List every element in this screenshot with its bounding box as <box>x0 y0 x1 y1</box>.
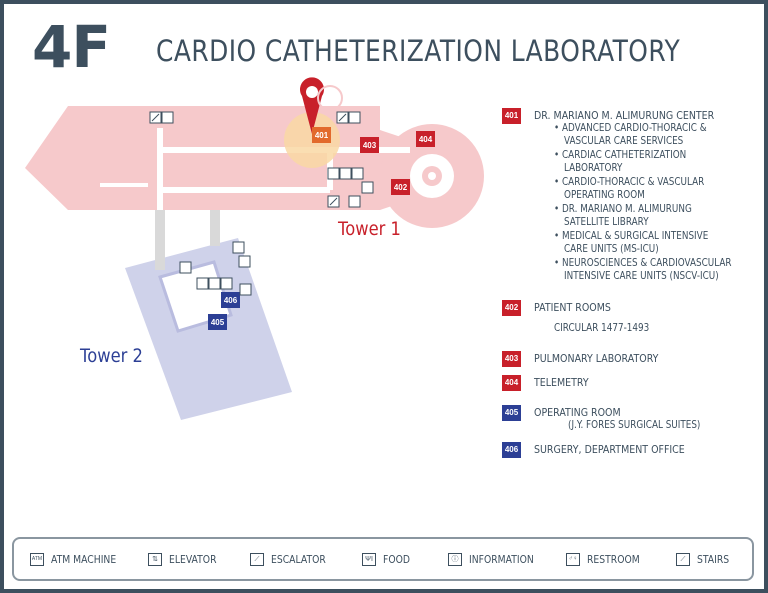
key-label: ATM MACHINE <box>51 553 117 566</box>
elevator-icon <box>339 167 352 180</box>
legend-badge: 404 <box>502 375 521 391</box>
legend-entry-name: DR. MARIANO M. ALIMURUNG CENTER <box>534 109 715 122</box>
elevator-icon <box>348 195 361 208</box>
tower2-label: Tower 2 <box>80 345 143 367</box>
legend-subitem: CARE UNITS (MS-ICU) <box>564 243 659 255</box>
map-badge-label: 404 <box>419 135 433 144</box>
map-badge-label: 401 <box>315 131 329 140</box>
legend-badge: 406 <box>502 442 521 458</box>
key-label: ESCALATOR <box>271 553 326 566</box>
map-badge-402: 402 <box>391 179 410 195</box>
map-badge-label: 403 <box>363 141 377 150</box>
restroom-icon <box>179 261 192 274</box>
elevator-icon <box>196 277 209 290</box>
map-badge-405: 405 <box>208 314 227 330</box>
map-badge-label: 406 <box>224 296 238 305</box>
legend-entry-note: CIRCULAR 1477-1493 <box>554 322 650 334</box>
page-title: CARDIO CATHETERIZATION LABORATORY <box>156 34 681 68</box>
legend-subitem: • DR. MARIANO M. ALIMURUNG <box>554 203 692 215</box>
legend-entry-name: SURGERY, DEPARTMENT OFFICE <box>534 443 685 456</box>
key-label: RESTROOM <box>587 553 640 566</box>
location-pin <box>299 77 343 134</box>
legend-subitem: • MEDICAL & SURGICAL INTENSIVE <box>554 230 709 242</box>
map-badge-403: 403 <box>360 137 379 153</box>
legend-entry-name: TELEMETRY <box>534 376 589 389</box>
elevator-icon <box>238 255 251 268</box>
elevator-icon <box>208 277 221 290</box>
legend-entry-name: PATIENT ROOMS <box>534 301 611 314</box>
restroom-icon: ♂♀ <box>566 553 580 566</box>
legend-entry-note: (J.Y. FORES SURGICAL SUITES) <box>568 419 701 431</box>
information-icon <box>239 283 252 296</box>
information-icon: ⓘ <box>448 553 462 566</box>
stairs-icon: ⟋ <box>676 553 690 566</box>
floor-map: 401 403 404 402 406 405 <box>25 77 484 420</box>
legend-entry-name: PULMONARY LABORATORY <box>534 352 659 365</box>
elevator-icon <box>220 277 233 290</box>
legend-subitem: • ADVANCED CARDIO-THORACIC & <box>554 122 707 134</box>
information-icon <box>361 181 374 194</box>
legend-subitem: VASCULAR CARE SERVICES <box>564 135 684 147</box>
connector-corridor <box>210 208 220 246</box>
food-icon: ΨΙ <box>362 553 376 566</box>
tower1-label: Tower 1 <box>338 218 401 240</box>
map-badge-401: 401 <box>312 127 331 143</box>
legend-entry-name: OPERATING ROOM <box>534 406 621 419</box>
key-label: FOOD <box>383 553 410 566</box>
legend-badge: 401 <box>502 108 521 124</box>
legend-badge: 405 <box>502 405 521 421</box>
legend-subitem: • CARDIAC CATHETERIZATION <box>554 149 687 161</box>
map-badge-404: 404 <box>416 131 435 147</box>
legend-subitem: • CARDIO-THORACIC & VASCULAR <box>554 176 705 188</box>
floor-number: 4F <box>32 13 111 81</box>
escalator-icon: ⟋ <box>250 553 264 566</box>
legend-subitem: INTENSIVE CARE UNITS (NSCV-ICU) <box>564 270 719 282</box>
legend-badge: 403 <box>502 351 521 367</box>
legend-subitem: • NEUROSCIENCES & CARDIOVASCULAR <box>554 257 732 269</box>
connector-corridor <box>155 208 165 270</box>
key-label: ELEVATOR <box>169 553 217 566</box>
legend-subitem: LABORATORY <box>564 162 623 174</box>
restroom-icon <box>348 111 361 124</box>
map-badge-label: 402 <box>394 183 408 192</box>
elevator-icon <box>351 167 364 180</box>
atm-icon: ATM <box>30 553 44 566</box>
map-badge-406: 406 <box>221 292 240 308</box>
elevator-icon <box>232 241 245 254</box>
elevator-icon <box>161 111 174 124</box>
key-label: INFORMATION <box>469 553 534 566</box>
elevator-icon: ⇅ <box>148 553 162 566</box>
elevator-icon <box>327 167 340 180</box>
legend-subitem: OPERATING ROOM <box>564 189 645 201</box>
legend-subitem: SATELLITE LIBRARY <box>564 216 649 228</box>
facility-key: ATM ATM MACHINE ⇅ ELEVATOR ⟋ ESCALATOR Ψ… <box>12 537 754 581</box>
legend-badge: 402 <box>502 300 521 316</box>
key-label: STAIRS <box>697 553 730 566</box>
map-badge-label: 405 <box>211 318 225 327</box>
